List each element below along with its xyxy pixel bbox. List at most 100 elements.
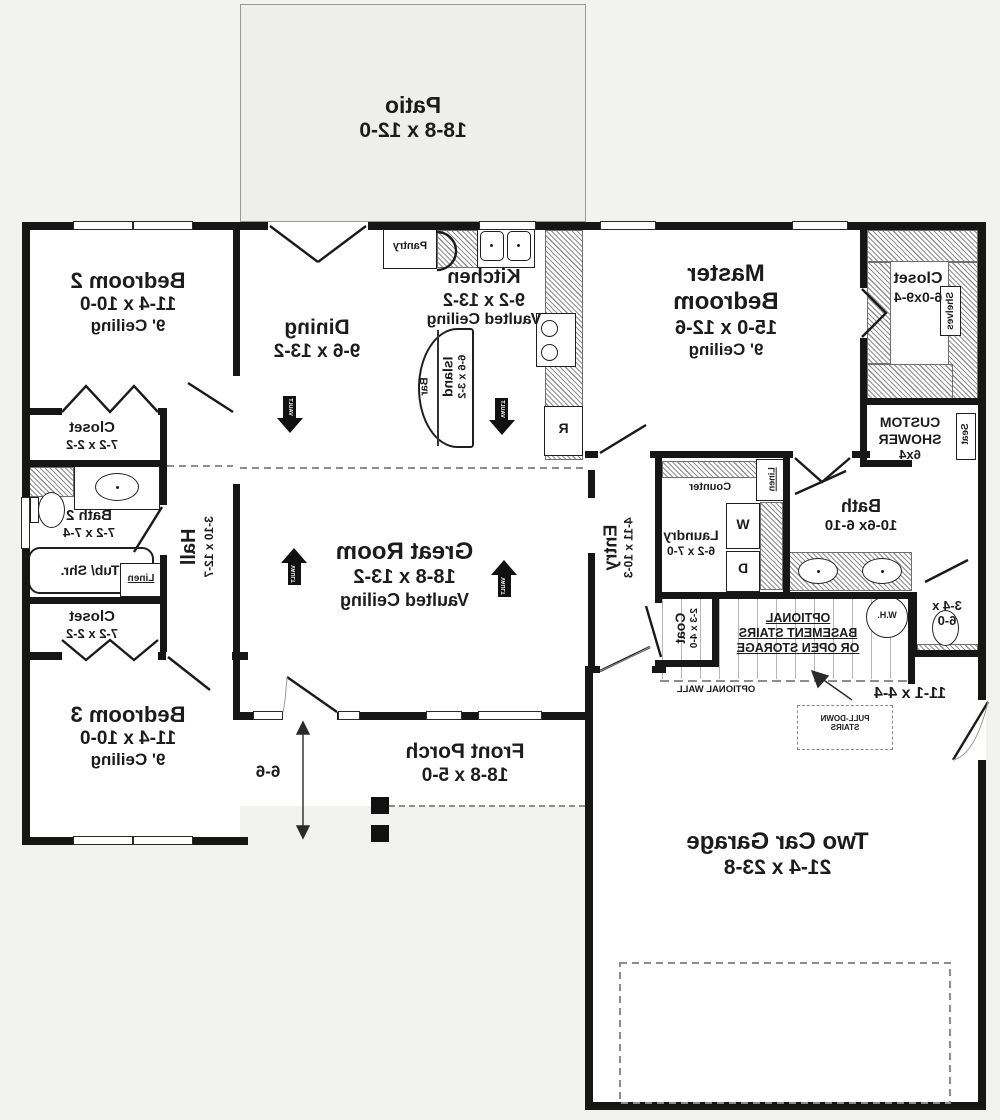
master-sink-1 bbox=[798, 558, 838, 584]
shelves-label: Shelves bbox=[945, 291, 957, 330]
wall bbox=[783, 458, 790, 598]
dryer-box bbox=[726, 551, 760, 592]
laundry-side-counter bbox=[760, 502, 783, 590]
vault-arrow-label: VAULT bbox=[291, 565, 298, 583]
door-opening bbox=[598, 451, 650, 458]
window bbox=[21, 497, 30, 549]
window bbox=[338, 711, 360, 720]
porch-door-leaf bbox=[286, 676, 338, 713]
linen2-label: Linen bbox=[766, 467, 777, 492]
vault-arrow-dining: VAULT bbox=[277, 396, 303, 433]
door-opening bbox=[233, 468, 240, 484]
sink-drain-left bbox=[490, 244, 493, 247]
bath-label: Bath 10-6x 6-10 bbox=[824, 496, 898, 535]
bath2-sink bbox=[95, 473, 139, 501]
bifold-closet-b3 bbox=[61, 638, 159, 662]
window bbox=[73, 836, 133, 845]
vault-arrow-label: VAULT bbox=[501, 577, 508, 595]
wall bbox=[910, 592, 917, 656]
window bbox=[253, 711, 283, 720]
washer-label: W bbox=[736, 516, 750, 532]
pulldown-stairs-box bbox=[797, 705, 893, 750]
optional-wall-label: OPTIONAL WALL bbox=[676, 684, 756, 695]
wall bbox=[588, 470, 595, 498]
master-door-leaf bbox=[599, 423, 647, 455]
hall-label: Hall 3-10 x 12-7 bbox=[178, 516, 216, 578]
wall bbox=[22, 597, 167, 604]
wc-door-leaf bbox=[924, 558, 969, 584]
burner-2 bbox=[541, 344, 558, 361]
bedroom3-label: Bedroom 3 11-4 x 10-0 9' Ceiling bbox=[70, 702, 186, 770]
greatroom-label: Great Room 18-8 x 13-2 Vaulted Ceiling bbox=[335, 538, 474, 610]
bedroom2-label: Bedroom 2 11-4 x 10-0 9' Ceiling bbox=[70, 268, 186, 336]
wall bbox=[588, 553, 595, 673]
bedroom3-door-leaf bbox=[167, 656, 211, 691]
bath2-sink-drain bbox=[116, 486, 119, 489]
door-opening bbox=[62, 652, 158, 660]
counter-label: Counter bbox=[688, 481, 732, 493]
dining-label: Dining 9-6 x 13-2 bbox=[273, 316, 361, 362]
wc-dims-label: 3-4 x 6-0 bbox=[932, 598, 962, 629]
patio-label: Patio 18-8 x 12-0 bbox=[359, 92, 467, 143]
custom-shower-label: CUSTOM SHOWER 6x4 bbox=[878, 414, 942, 463]
burner-1 bbox=[541, 320, 558, 337]
wall bbox=[22, 460, 167, 467]
master-label: Master Bedroom 15-0 x 12-6 9' Ceiling bbox=[673, 260, 779, 360]
bath2-toilet-tank bbox=[30, 497, 39, 523]
door-opening bbox=[160, 505, 167, 555]
window bbox=[792, 221, 848, 230]
vault-arrow-label: VAULT bbox=[498, 400, 505, 418]
door-opening bbox=[283, 712, 337, 720]
linen1-label: Linen bbox=[127, 573, 155, 584]
porch-label: Front Porch 18-8 x 5-0 bbox=[405, 740, 525, 786]
refrigerator bbox=[544, 406, 583, 456]
wall bbox=[233, 468, 240, 720]
wall bbox=[712, 598, 719, 667]
door-arc bbox=[952, 701, 989, 761]
laundry-label: Laundry 6-2 x 7-0 bbox=[663, 527, 719, 558]
linen2-box bbox=[756, 459, 788, 501]
wall bbox=[910, 650, 986, 657]
door-opening bbox=[600, 666, 652, 673]
window bbox=[478, 711, 542, 720]
door-opening bbox=[978, 700, 986, 760]
closet-b3-label: Closet 7-2 x 2-2 bbox=[65, 608, 119, 641]
seat-label: Seat bbox=[960, 423, 972, 445]
bifold-closet-b2 bbox=[61, 384, 159, 414]
bath2-door-leaf bbox=[132, 506, 164, 553]
window bbox=[479, 221, 536, 230]
wall bbox=[585, 666, 593, 1110]
dryer-label: D bbox=[737, 560, 749, 576]
bar-label: Bar bbox=[418, 377, 431, 396]
closet-shelf-top bbox=[867, 230, 978, 262]
pantry-box bbox=[383, 228, 437, 269]
stairs-note: OPTIONAL BASEMENT STAIRS OR OPEN STORAGE bbox=[736, 611, 860, 655]
door-opening bbox=[655, 605, 662, 657]
door-opening bbox=[920, 592, 975, 599]
patio-area bbox=[240, 4, 586, 222]
wall bbox=[860, 460, 912, 467]
porch-column-1 bbox=[371, 797, 389, 814]
window bbox=[133, 221, 193, 230]
sink-drain-right bbox=[517, 244, 520, 247]
wall bbox=[978, 222, 986, 1110]
door-opening bbox=[860, 288, 867, 338]
entry-label: Entry 4-11 x 10-3 bbox=[600, 517, 636, 579]
arrowhead-up bbox=[295, 720, 311, 735]
vault-arrow-label: VAULT bbox=[286, 398, 293, 416]
door-arc bbox=[282, 676, 288, 713]
wall bbox=[585, 451, 870, 458]
master-sink-drain-1 bbox=[817, 570, 820, 573]
porch-depth-label: 6-6 bbox=[255, 762, 281, 781]
arrowhead-leader bbox=[810, 669, 830, 689]
wall bbox=[233, 222, 240, 414]
floor-great-room bbox=[240, 458, 585, 718]
shower-door-leaf bbox=[794, 469, 847, 496]
kitchen-counter-top bbox=[437, 230, 481, 268]
door-arc bbox=[599, 646, 651, 672]
wall bbox=[655, 458, 662, 603]
garage-label: Two Car Garage 21-4 x 23-8 bbox=[686, 828, 869, 880]
fridge-label: R bbox=[558, 420, 569, 436]
